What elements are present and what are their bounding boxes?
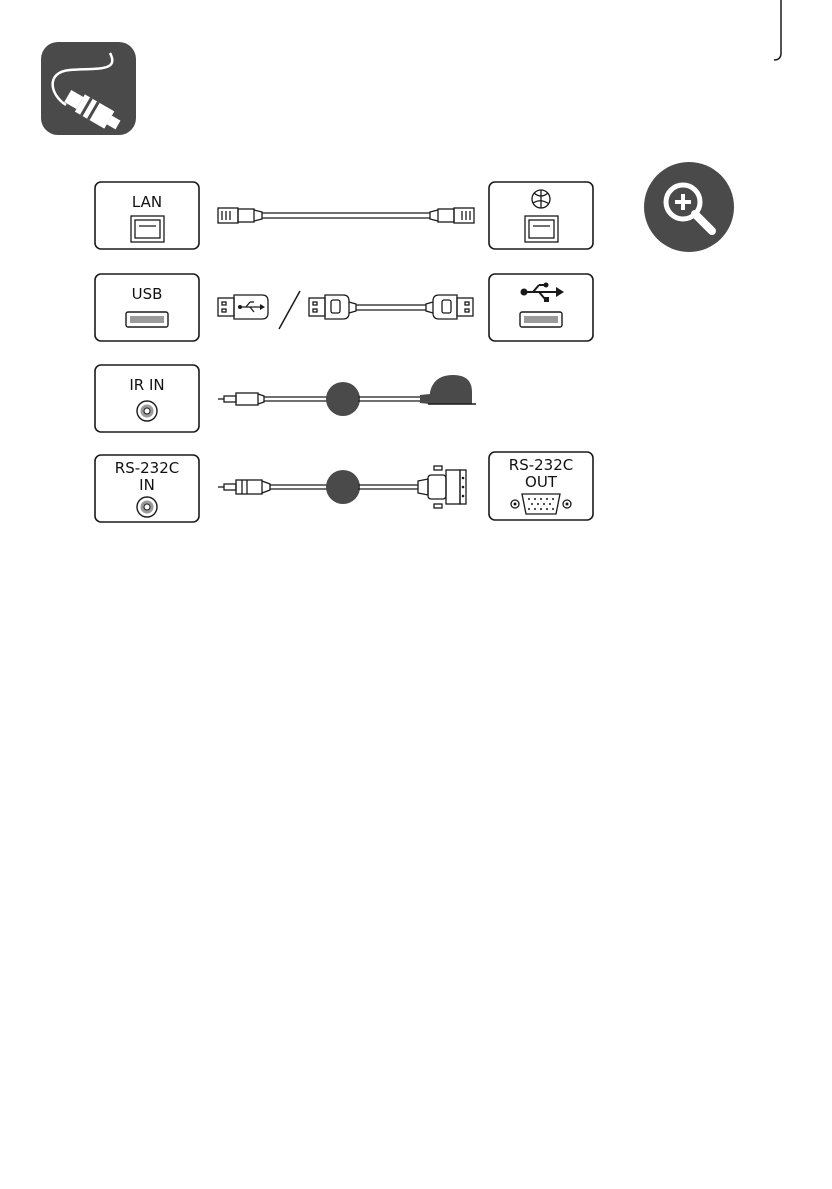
rs232c-in-port-box: RS-232C IN [95,455,199,522]
lan-cable [218,208,474,223]
zoom-in-magnifier-icon[interactable] [644,162,734,252]
ferrite-core [326,382,360,416]
jack-port-icon [137,497,157,517]
rs232c-out-label-line1: RS-232C [509,456,573,474]
usb-drive [218,295,268,319]
usb-cable [309,295,473,319]
rs232c-out-port-box: RS-232C OUT [489,452,593,520]
ferrite-core [326,470,360,504]
rs232c-out-label-line2: OUT [525,473,558,491]
network-port-box [489,182,593,249]
or-separator [279,291,300,329]
rs232c-in-label-line1: RS-232C [115,459,179,477]
usb-device-port-box [489,274,593,341]
usb-label: USB [132,285,163,303]
ir-in-port-box: IR IN [95,365,199,432]
jack-port-icon [137,401,157,421]
rs232c-gender-cable [218,466,466,508]
lan-port-box: LAN [95,182,199,249]
cable-connector-icon [41,42,136,135]
ir-receiver-cable [218,375,476,416]
usb-port-box: USB [95,274,199,341]
ir-in-label: IR IN [129,376,164,394]
rs232c-in-label-line2: IN [139,476,155,494]
lan-label: LAN [132,193,162,211]
usb-symbol-icon [238,302,265,312]
